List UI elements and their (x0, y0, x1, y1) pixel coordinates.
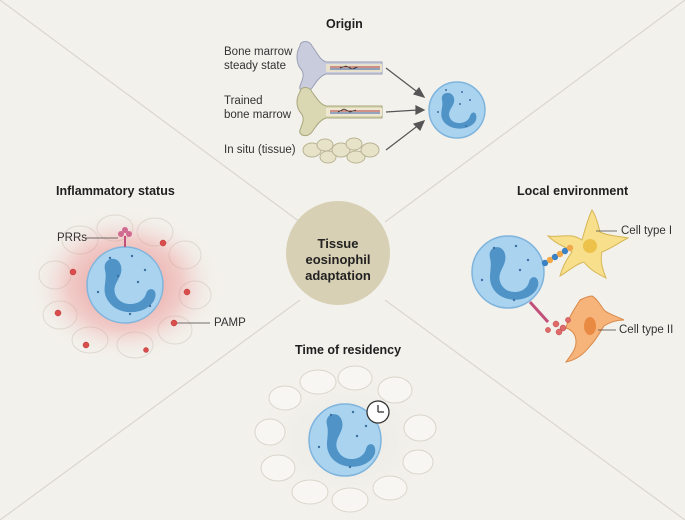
center-label: Tissue eosinophil adaptation (283, 236, 393, 284)
origin-eosinophil-icon (428, 81, 486, 139)
center-label-line: Tissue (317, 236, 359, 251)
pamp-label: PAMP (214, 317, 246, 329)
cell-type-2-icon (564, 295, 625, 363)
origin-label-line: Bone marrow (224, 46, 293, 58)
residency-eosinophil-icon (308, 403, 382, 477)
in-situ-tissue-icon (302, 137, 380, 164)
cell-type-2-label: Cell type II (619, 324, 674, 336)
local-environment-title: Local environment (517, 184, 629, 198)
center-label-line: eosinophil (305, 252, 371, 267)
pamp-particles (54, 239, 191, 353)
secreted-mediators (545, 317, 571, 336)
origin-title: Origin (326, 17, 363, 31)
cell-type-1-label: Cell type I (621, 225, 673, 237)
origin-label-line: steady state (224, 60, 287, 72)
origin-label-bone-marrow-steady: Bone marrow steady state (224, 45, 292, 73)
origin-label-trained-bone-marrow: Trained bone marrow (224, 94, 291, 122)
bone-marrow-steady-state-icon (296, 41, 383, 93)
local-eosinophil-icon (471, 235, 545, 309)
inflammatory-eosinophil-icon (86, 246, 164, 324)
origin-label-line: Trained (224, 95, 263, 107)
origin-arrows (385, 67, 426, 151)
prrs-label: PRRs (57, 232, 88, 244)
center-disc (286, 201, 390, 305)
cell-type-2-link (528, 300, 550, 324)
inflammatory-status-title: Inflammatory status (56, 184, 175, 198)
prr-receptor-icon (118, 227, 132, 247)
cell-type-1-icon (546, 209, 630, 280)
receptor-chain-icon (541, 244, 574, 267)
trained-bone-marrow-icon (296, 87, 383, 137)
origin-label-line: bone marrow (224, 109, 292, 121)
center-label-line: adaptation (305, 268, 371, 283)
clock-icon (366, 400, 390, 424)
origin-label-in-situ: In situ (tissue) (224, 144, 296, 156)
time-of-residency-title: Time of residency (295, 343, 402, 357)
